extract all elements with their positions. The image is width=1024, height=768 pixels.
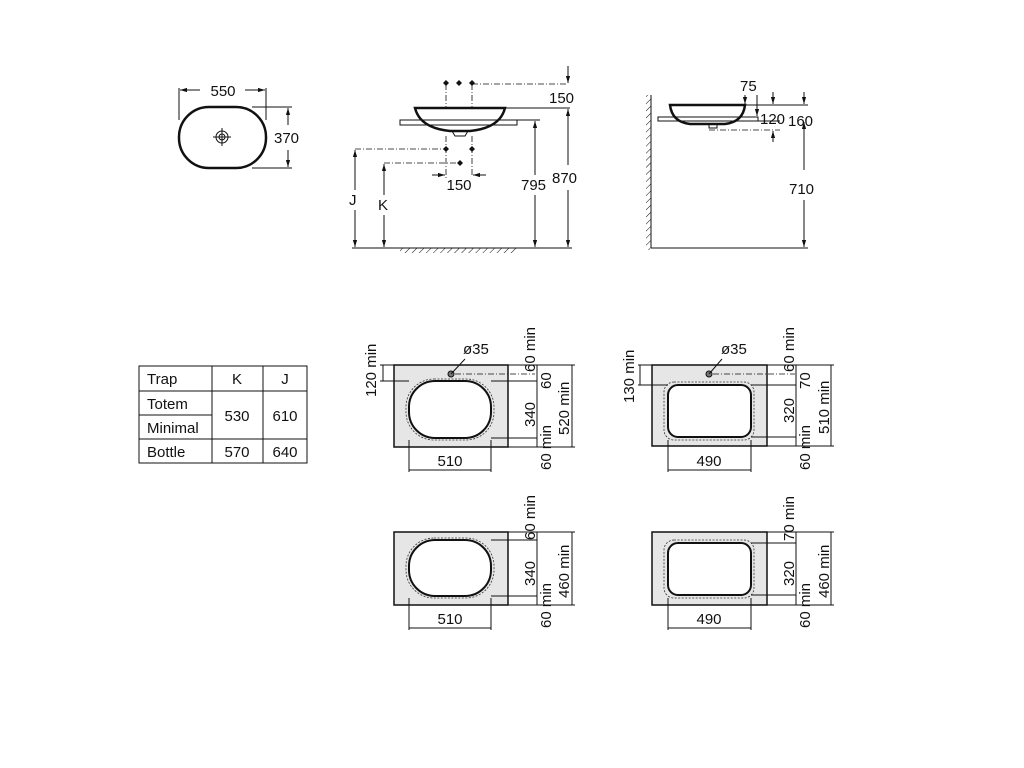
counter-height-dim: 710 [789,181,814,198]
cutout-oval-with-hole: ø35 120 min 60 min 60 340 60 min 520 min… [363,327,575,472]
width-dim: 510 [437,453,462,470]
top-margin-dim: 60 min [781,327,798,372]
total-dim: 510 min [816,381,833,434]
bottom-margin-dim: 60 min [538,583,555,628]
cutout-rect: 70 min 320 60 min 460 min 490 [651,496,834,630]
j-value: 640 [272,444,297,461]
trap-table: Trap K J Totem 530 610 Minimal Bottle 57… [138,365,308,464]
tap-spacing-top-dim: 150 [549,90,574,107]
height-dim: 320 [781,398,798,423]
top-margin-dim: 60 min [522,327,539,372]
overall-depth-dim: 160 [788,113,813,130]
end-view: 75 120 160 710 [646,78,814,250]
trap-name: Bottle [147,444,185,461]
bottom-margin-dim: 60 min [797,583,814,628]
hole-dim: ø35 [721,341,747,358]
hole-dim: ø35 [463,341,489,358]
width-dim: 510 [437,611,462,628]
width-dim: 490 [696,611,721,628]
trap-name: Totem [147,396,188,413]
header-j: J [281,371,289,388]
width-dim: 550 [210,83,235,100]
counter-height-dim: 795 [521,177,546,194]
height-dim: 320 [781,561,798,586]
top-view: 550 370 [177,83,299,170]
basin-depth-dim: 120 [760,111,785,128]
tap-marks [443,80,475,166]
top-offset-dim: 130 min [621,350,638,403]
floor-hatch [400,248,517,253]
cutout-rect-with-hole: ø35 130 min 60 min 70 320 60 min 510 min… [621,327,834,472]
total-dim: 460 min [556,545,573,598]
total-dim: 520 min [556,382,573,435]
waste-spacing-dim: 150 [446,177,471,194]
bottom-margin-dim: 60 min [538,425,555,470]
top-margin-dim: 60 min [522,495,539,540]
j-label: J [349,192,357,209]
trap-name: Minimal [147,420,199,437]
k-label: K [378,197,388,214]
j-value: 610 [272,408,297,425]
cutout-oval: 60 min 340 60 min 460 min 510 [393,495,575,630]
offset-dim: 75 [740,78,757,95]
rim-height-dim: 870 [552,170,577,187]
depth-dim: 370 [274,130,299,147]
total-dim: 460 min [816,545,833,598]
top-margin-dim: 70 min [781,496,798,541]
top-offset-dim: 120 min [363,344,380,397]
k-value: 570 [224,444,249,461]
basin-outline [177,105,268,170]
wall-hatch [646,95,651,250]
height-dim: 340 [522,561,539,586]
side-view: 150 150 795 870 J K [349,66,577,253]
drain-icon [213,128,231,146]
header-k: K [232,371,242,388]
k-value: 530 [224,408,249,425]
width-dim: 490 [696,453,721,470]
hole-gap-dim: 70 [797,372,814,389]
header-trap: Trap [147,371,177,388]
height-dim: 340 [522,402,539,427]
bottom-margin-dim: 60 min [797,425,814,470]
hole-gap-dim: 60 [538,372,555,389]
